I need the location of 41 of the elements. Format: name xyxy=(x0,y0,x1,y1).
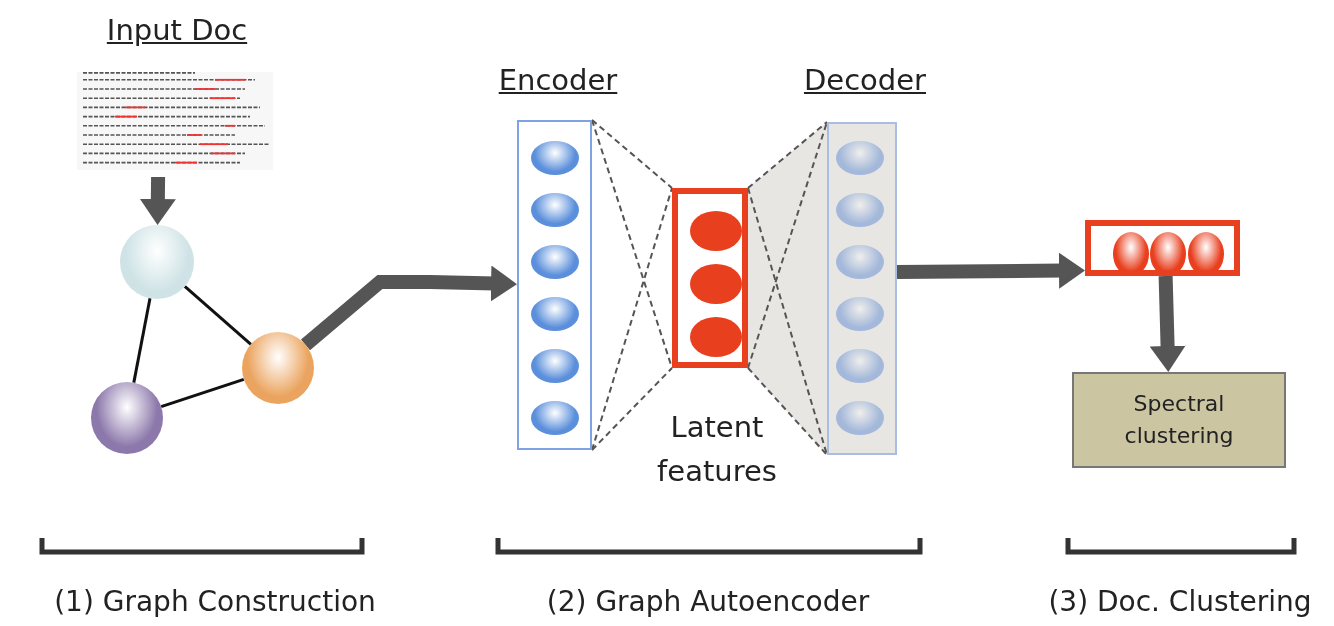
dashed-connector xyxy=(747,121,828,189)
heading: Input Doc xyxy=(105,12,249,48)
neuron xyxy=(531,401,579,435)
neuron xyxy=(836,193,884,227)
neuron xyxy=(531,141,579,175)
graph-edge xyxy=(160,377,245,409)
graph-edge xyxy=(132,298,152,383)
neuron xyxy=(690,264,742,304)
graph-edge xyxy=(183,285,252,346)
layer-box xyxy=(672,188,748,368)
dashed-connector xyxy=(591,367,673,451)
neuron xyxy=(531,297,579,331)
dashed-connector xyxy=(591,187,673,451)
dashed-connector xyxy=(747,187,828,456)
neuron xyxy=(690,317,742,357)
neuron xyxy=(531,245,579,279)
layer-box xyxy=(1085,220,1240,276)
process-box xyxy=(1072,372,1286,468)
block-arrow xyxy=(139,176,176,225)
heading: Decoder xyxy=(802,62,927,98)
dashed-connector xyxy=(591,119,673,189)
neuron xyxy=(836,141,884,175)
dashed-connector xyxy=(747,367,828,456)
neuron xyxy=(690,211,742,251)
block-arrow xyxy=(301,265,517,351)
section-label: (3) Doc. Clustering xyxy=(1047,585,1313,618)
dashed-connector xyxy=(747,121,828,369)
neuron xyxy=(836,401,884,435)
neuron xyxy=(531,349,579,383)
graph-vertex xyxy=(242,332,314,404)
block-arrow xyxy=(1149,275,1186,372)
box-text: Spectral clustering xyxy=(1123,390,1235,450)
block-arrow xyxy=(896,252,1085,289)
neuron xyxy=(836,297,884,331)
neuron xyxy=(531,193,579,227)
heading: Encoder xyxy=(497,62,619,98)
node-label: Latent features xyxy=(656,409,778,490)
section-label: (1) Graph Construction xyxy=(53,585,377,618)
neuron xyxy=(836,245,884,279)
section-label: (2) Graph Autoencoder xyxy=(545,585,871,618)
neuron xyxy=(836,349,884,383)
